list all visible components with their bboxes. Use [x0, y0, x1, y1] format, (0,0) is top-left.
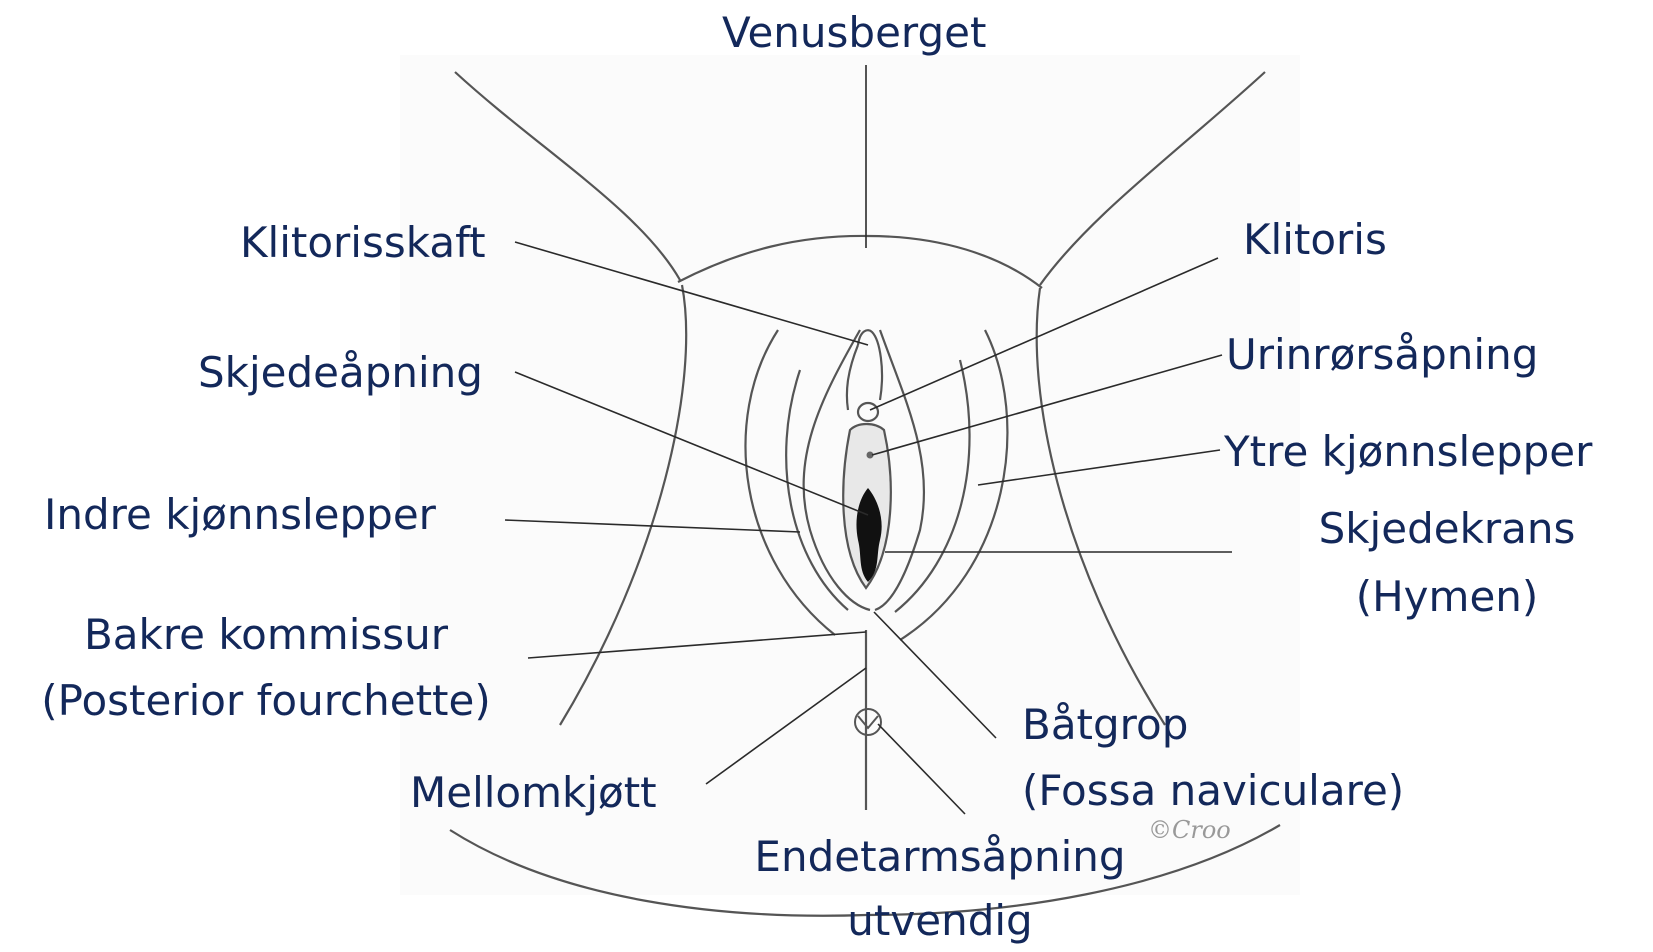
label-ytre-kjonnslepper: Ytre kjønnslepper [1224, 427, 1592, 477]
label-endetarmsapning-line2: utvendig [720, 896, 1160, 946]
label-batgrop: Båtgrop (Fossa naviculare) [1022, 700, 1404, 816]
label-skjedeapning: Skjedeåpning [198, 348, 483, 398]
label-bakre-kommissur-line1: Bakre kommissur [4, 610, 528, 660]
label-endetarmsapning: Endetarmsåpning utvendig [720, 832, 1160, 946]
label-venusberget: Venusberget [722, 8, 986, 58]
label-mellomkjott: Mellomkjøtt [410, 768, 657, 818]
label-bakre-kommissur: Bakre kommissur (Posterior fourchette) [4, 610, 528, 726]
label-batgrop-line2: (Fossa naviculare) [1022, 766, 1404, 816]
label-skjedekrans-line2: (Hymen) [1282, 572, 1612, 622]
label-bakre-kommissur-line2: (Posterior fourchette) [4, 676, 528, 726]
label-batgrop-line1: Båtgrop [1022, 700, 1404, 750]
label-urinrorsapning: Urinrørsåpning [1226, 330, 1538, 380]
label-klitoris: Klitoris [1243, 215, 1387, 265]
label-skjedekrans-line1: Skjedekrans [1282, 504, 1612, 554]
artist-signature: ©Croo [1148, 816, 1231, 844]
label-skjedekrans: Skjedekrans (Hymen) [1282, 504, 1612, 622]
label-endetarmsapning-line1: Endetarmsåpning [720, 832, 1160, 882]
label-klitorisskaft: Klitorisskaft [240, 218, 486, 268]
label-indre-kjonnslepper: Indre kjønnslepper [44, 490, 436, 540]
